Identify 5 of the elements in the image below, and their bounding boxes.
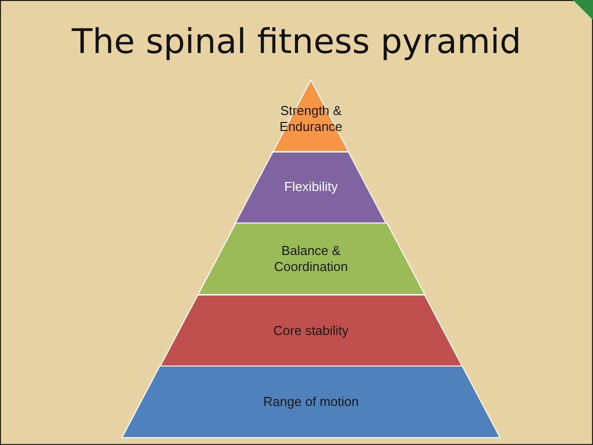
tier-label: Balance & Coordination	[273, 242, 349, 275]
tier-label: Flexibility	[283, 179, 339, 196]
tier-label: Range of motion	[262, 394, 360, 410]
tier-label: Core stability	[272, 322, 350, 339]
title: The spinal fitness pyramid	[70, 22, 522, 62]
